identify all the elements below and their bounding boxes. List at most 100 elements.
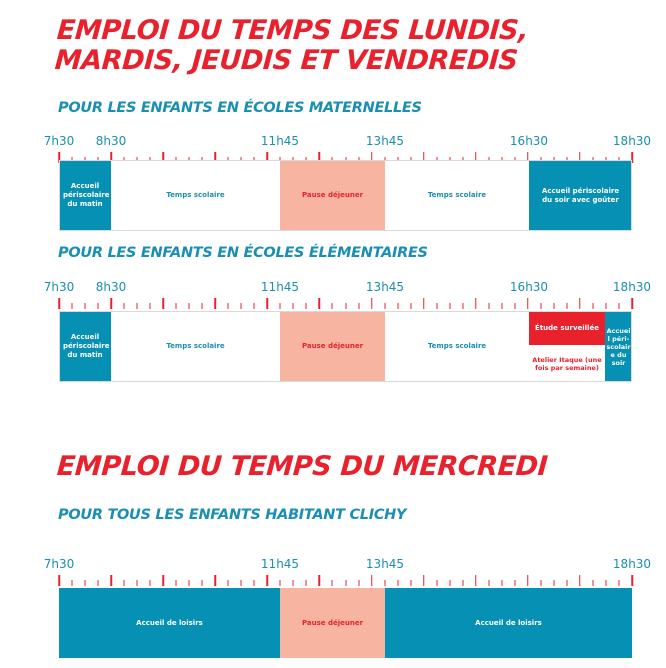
maternelles-subtitle: POUR LES ENFANTS EN ÉCOLES MATERNELLES <box>58 100 422 116</box>
timeline-tick <box>188 303 190 309</box>
segment-accueil-soir: Accueil péri-scolaire du soir <box>605 311 632 382</box>
timeline-tick <box>605 303 607 309</box>
timeline-tick <box>410 580 412 586</box>
segment-pause-dejeuner: Pause déjeuner <box>280 311 385 382</box>
elementaires-subtitle: POUR LES ENFANTS EN ÉCOLES ÉLÉMENTAIRES <box>58 245 428 261</box>
time-label: 18h30 <box>612 134 652 148</box>
time-label: 18h30 <box>612 557 652 571</box>
timeline-tick <box>58 298 60 309</box>
timeline-tick <box>279 303 281 309</box>
timeline-tick <box>123 580 125 586</box>
time-label: 13h45 <box>365 280 405 294</box>
time-label: 7h30 <box>43 557 75 571</box>
timeline-tick <box>253 580 255 586</box>
timeline-tick <box>474 152 477 163</box>
segment-label: Accueil péri-scolaire du soir <box>606 326 631 367</box>
segment-label: Accueil de loisirs <box>136 618 203 627</box>
timeline-tick <box>201 580 203 586</box>
timeline-tick <box>214 575 217 586</box>
timeline-tick <box>305 303 307 309</box>
timeline-tick <box>449 303 451 309</box>
timeline-tick <box>97 580 99 586</box>
timeline-tick <box>579 298 581 309</box>
segment-temps-scolaire: Temps scolaire <box>385 311 529 382</box>
timeline-tick <box>527 575 529 586</box>
segment-label: Temps scolaire <box>427 191 487 199</box>
timeline-tick <box>553 580 555 586</box>
timeline-tick <box>136 580 138 586</box>
timeline-tick <box>331 303 333 309</box>
timeline-tick <box>227 580 229 586</box>
segment-temps-scolaire: Temps scolaire <box>111 311 280 382</box>
timeline-tick <box>318 575 321 586</box>
timeline-tick <box>370 298 373 309</box>
timeline-tick <box>592 303 594 309</box>
timeline-tick <box>370 152 373 163</box>
timeline-tick <box>358 580 360 586</box>
timeline-tick <box>566 303 568 309</box>
segment-label: Accueil périscolaire du matin <box>63 182 110 208</box>
timeline-tick <box>214 152 217 163</box>
timeline-tick <box>136 303 138 309</box>
timeline-tick <box>384 303 386 309</box>
segment-pause-dejeuner: Pause déjeuner <box>280 588 385 658</box>
timeline-tick <box>123 303 125 309</box>
timeline-tick <box>162 152 164 163</box>
time-label: 11h45 <box>260 280 300 294</box>
wednesday-title: EMPLOI DU TEMPS DU MERCREDI <box>55 451 549 482</box>
timeline-tick <box>631 575 633 586</box>
timeline-tick <box>422 575 425 586</box>
timeline-tick <box>436 303 438 309</box>
timeline-tick <box>618 580 620 586</box>
timeline-tick <box>449 580 451 586</box>
timeline-tick <box>488 580 490 586</box>
segment-accueil-soir: Accueil périscolaire du soir avec goûter <box>529 160 632 231</box>
timeline-wednesday: 7h30 11h45 13h45 18h30 <box>0 557 666 587</box>
time-label: 8h30 <box>95 280 127 294</box>
segment-label: Étude surveillée <box>535 323 599 332</box>
segment-etude-surveillee: Étude surveillée <box>529 311 605 345</box>
timeline-tick <box>292 303 294 309</box>
segment-label: Atelier Itaque (une fois par semaine) <box>532 355 602 372</box>
segment-label: Temps scolaire <box>166 191 225 199</box>
timeline-tick <box>422 298 425 309</box>
segment-temps-scolaire: Temps scolaire <box>111 160 280 231</box>
timeline-tick <box>488 303 490 309</box>
timeline-tick <box>631 298 633 309</box>
timeline-tick <box>540 303 542 309</box>
segment-label: Accueil périscolaire du soir avec goûter <box>541 186 620 204</box>
timeline-tick <box>318 152 321 163</box>
time-label: 13h45 <box>365 557 405 571</box>
timeline-tick <box>71 580 73 586</box>
segment-accueil-matin: Accueil périscolaire du matin <box>59 311 111 382</box>
segment-accueil-loisirs: Accueil de loisirs <box>59 588 280 658</box>
timeline-tick <box>397 303 399 309</box>
timeline-tick <box>71 303 73 309</box>
timeline-tick <box>214 298 217 309</box>
timeline-tick <box>422 152 425 163</box>
timeline-tick <box>370 575 373 586</box>
timeline-tick <box>605 580 607 586</box>
segment-label: Accueil de loisirs <box>475 618 542 627</box>
timeline-tick <box>474 298 477 309</box>
timeline-tick <box>527 298 529 309</box>
time-label: 18h30 <box>612 280 652 294</box>
timeline-tick <box>514 303 516 309</box>
timeline-tick <box>501 303 503 309</box>
timeline-tick <box>58 152 60 163</box>
timeline-tick <box>110 575 112 586</box>
segment-label: Accueil périscolaire du matin <box>63 333 110 359</box>
timeline-tick <box>292 580 294 586</box>
timeline-tick <box>84 580 86 586</box>
timeline-tick <box>266 575 269 586</box>
time-label: 13h45 <box>365 134 405 148</box>
timeline-tick <box>175 303 177 309</box>
timeline-tick <box>345 303 346 309</box>
segment-label: Pause déjeuner <box>301 191 364 199</box>
timeline-tick <box>501 580 503 586</box>
timeline-tick <box>462 580 464 586</box>
timeline-tick <box>253 303 255 309</box>
wednesday-subtitle: POUR TOUS LES ENFANTS HABITANT CLICHY <box>58 507 407 523</box>
timeline-tick <box>579 152 581 163</box>
time-label: 7h30 <box>43 280 75 294</box>
